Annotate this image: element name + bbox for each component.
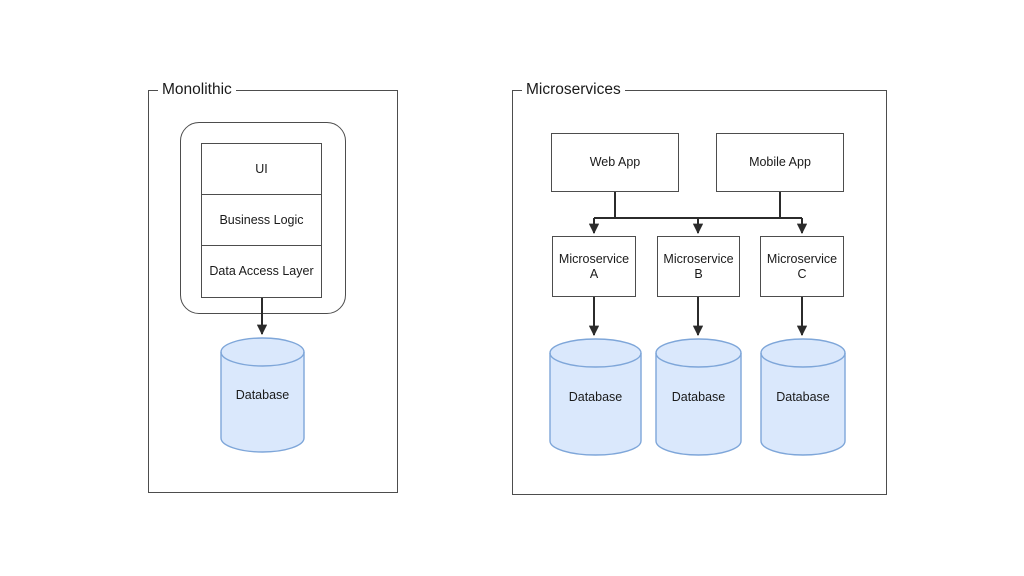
database-service-c: Database: [760, 338, 846, 456]
database-service-a-label: Database: [568, 390, 623, 404]
node-mobile-app-label: Mobile App: [749, 155, 811, 169]
layer-business-logic: Business Logic: [202, 195, 321, 246]
monolith-layer-stack: UI Business Logic Data Access Layer: [201, 143, 322, 298]
database-service-c-label: Database: [776, 390, 830, 404]
database-monolith: Database: [220, 337, 305, 453]
panel-monolithic-title: Monolithic: [158, 80, 236, 100]
database-service-a: Database: [549, 338, 642, 456]
node-web-app: Web App: [551, 133, 679, 192]
node-microservice-c-label: Microservice C: [766, 251, 838, 281]
cylinder-shape: [760, 338, 846, 456]
layer-ui-label: UI: [255, 161, 268, 176]
panel-microservices-title: Microservices: [522, 80, 625, 100]
layer-data-access: Data Access Layer: [202, 246, 321, 297]
node-microservice-a: Microservice A: [552, 236, 636, 297]
database-monolith-label: Database: [235, 388, 290, 402]
layer-business-logic-label: Business Logic: [219, 212, 304, 227]
database-service-b: Database: [655, 338, 742, 456]
cylinder-shape: [220, 337, 305, 453]
node-microservice-c: Microservice C: [760, 236, 844, 297]
panel-monolithic: Monolithic: [148, 80, 398, 493]
database-service-b-label: Database: [671, 390, 726, 404]
panel-microservices: Microservices: [512, 80, 887, 495]
node-microservice-b-label: Microservice B: [663, 251, 734, 281]
node-microservice-a-label: Microservice A: [558, 251, 630, 281]
layer-data-access-label: Data Access Layer: [209, 264, 314, 278]
monolith-shell: [180, 122, 346, 314]
node-mobile-app: Mobile App: [716, 133, 844, 192]
cylinder-shape: [655, 338, 742, 456]
node-web-app-label: Web App: [589, 155, 641, 169]
layer-ui: UI: [202, 144, 321, 195]
node-microservice-b: Microservice B: [657, 236, 740, 297]
cylinder-shape: [549, 338, 642, 456]
